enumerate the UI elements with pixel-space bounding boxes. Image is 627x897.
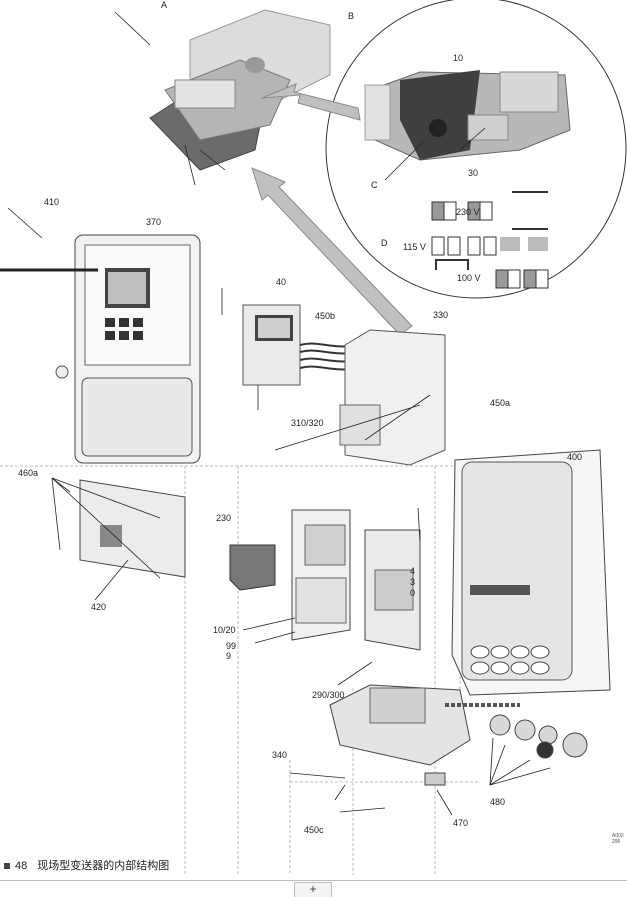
cable-glands-480-drawing <box>489 714 588 759</box>
label-420: 420 <box>91 602 107 612</box>
label-410: 410 <box>44 197 60 207</box>
connector-470-drawing <box>424 772 446 786</box>
cover-420-drawing <box>79 479 186 578</box>
bottom-bar <box>0 880 627 897</box>
board-230-drawing <box>229 544 276 591</box>
label-40: 40 <box>276 277 287 287</box>
grey-arrows <box>251 83 413 336</box>
bracket-330-drawing <box>339 329 446 466</box>
label-999: 99 9 <box>226 641 237 661</box>
zoom-in-button[interactable]: + <box>294 882 332 897</box>
display-module-40-drawing <box>242 304 361 386</box>
jumper-diagram <box>431 191 549 289</box>
label-d: D <box>381 238 388 248</box>
figure-caption: 48 现场型变送器的内部结构图 <box>4 860 169 872</box>
board-10-20-drawing <box>291 509 351 641</box>
label-330: 330 <box>433 310 449 320</box>
cover-370-drawing <box>55 234 201 464</box>
dashed-guides <box>0 465 480 875</box>
label-30: 30 <box>468 168 479 178</box>
board-a-drawing <box>149 9 331 171</box>
label-340: 340 <box>272 750 288 760</box>
caption-number: 48 <box>15 860 28 872</box>
label-450a: 450a <box>490 398 511 408</box>
label-230: 230 <box>216 513 232 523</box>
label-115v: 115 V <box>403 242 426 252</box>
label-430: 4 3 0 <box>410 566 416 598</box>
leader-lines <box>0 11 551 816</box>
label-460a: 460a <box>18 468 39 478</box>
label-100v: 100 V <box>457 273 481 283</box>
label-c: C <box>371 180 378 190</box>
board-290-300-drawing <box>329 684 520 766</box>
label-450c: 450c <box>304 825 324 835</box>
document-code: A002 296 <box>612 833 624 845</box>
label-470: 470 <box>453 818 469 828</box>
label-310-320: 310/320 <box>291 418 324 428</box>
label-290-300: 290/300 <box>312 690 345 700</box>
label-400: 400 <box>567 452 583 462</box>
label-a: A <box>161 0 168 10</box>
caption-marker-icon <box>4 863 10 870</box>
label-b: B <box>348 11 355 21</box>
label-370: 370 <box>146 217 162 227</box>
label-230v: 230 V <box>456 207 480 217</box>
label-10-20: 10/20 <box>213 625 236 635</box>
caption-text: 现场型变送器的内部结构图 <box>37 860 170 872</box>
board-430-drawing <box>364 529 421 651</box>
board-10-drawing <box>364 70 571 161</box>
label-10-circle: 10 <box>453 53 464 63</box>
label-480: 480 <box>490 797 506 807</box>
label-450b: 450b <box>315 311 336 321</box>
enclosure-400-drawing <box>451 449 611 696</box>
